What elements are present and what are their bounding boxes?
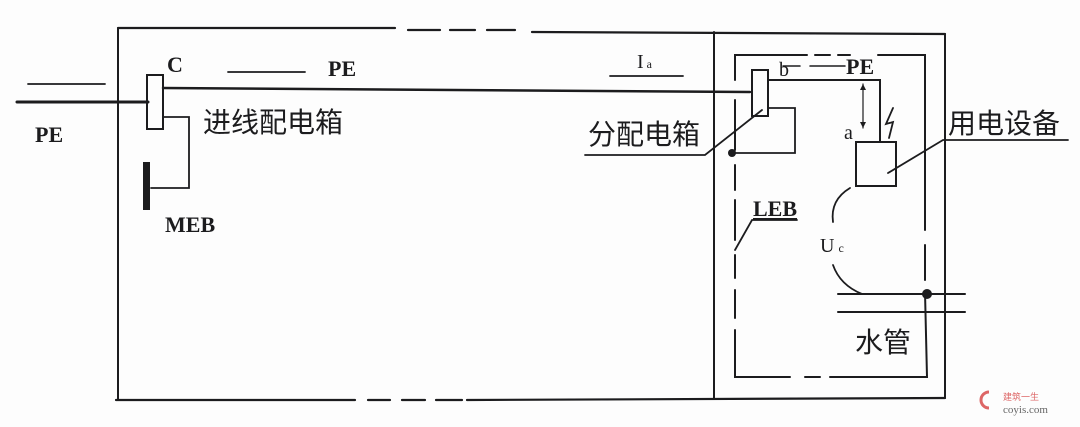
equipment-box: [855, 141, 897, 187]
svg-text:建筑一生: 建筑一生: [1003, 391, 1039, 403]
incoming-box-label: 进线配电箱: [203, 106, 343, 139]
meb-bar: [143, 162, 150, 210]
equipment-label: 用电设备: [948, 107, 1060, 140]
pe-incoming-label: PE: [35, 122, 63, 147]
watermark: 建筑一生 coyis.com: [979, 390, 1048, 416]
fault-icon: [884, 107, 895, 139]
building-outline: [114, 26, 947, 402]
pipe-bond-junction: [922, 289, 932, 299]
incoming-pe: [15, 71, 752, 210]
distribution-box-group: [584, 65, 895, 157]
b-point-label: b: [779, 59, 789, 81]
leb-label: LEB: [753, 196, 797, 221]
meb-label: MEB: [165, 212, 215, 237]
pe-main-label: PE: [328, 56, 356, 81]
water-pipe-label: 水管: [855, 326, 911, 359]
pe-branch-label: PE: [846, 54, 874, 79]
equipment-group: [831, 139, 1069, 295]
c-point-label: C: [167, 52, 183, 77]
leb-junction: [728, 149, 736, 157]
distribution-box-label: 分配电箱: [588, 118, 700, 151]
main-terminal-c: [146, 74, 164, 130]
svg-text:coyis.com: coyis.com: [1003, 404, 1048, 416]
distribution-terminal: [751, 69, 769, 117]
leb-leader: [734, 219, 798, 251]
a-point-label: a: [844, 122, 853, 144]
leb-loop: [734, 54, 929, 378]
water-pipe-group: [837, 289, 966, 313]
watermark-logo-icon: [979, 390, 990, 410]
